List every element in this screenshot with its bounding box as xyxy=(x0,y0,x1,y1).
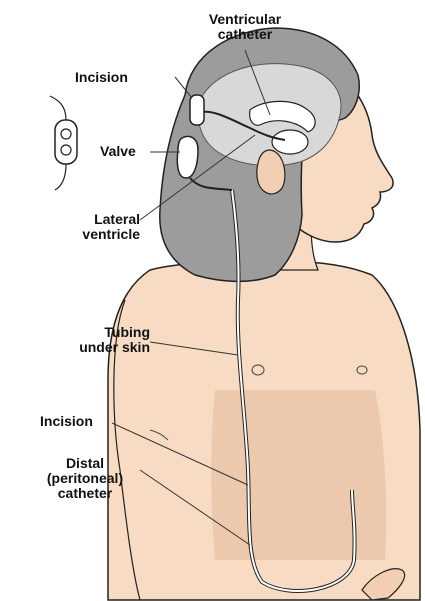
label-incision-head: Incision xyxy=(75,70,128,85)
incision-reservoir xyxy=(190,95,204,125)
lateral-ventricle-shape xyxy=(272,130,308,154)
label-incision-abdomen: Incision xyxy=(40,414,93,429)
ear xyxy=(257,150,285,194)
valve-device-icon xyxy=(50,96,77,190)
label-valve: Valve xyxy=(100,144,136,159)
label-tubing-under-skin: Tubing under skin xyxy=(55,325,150,355)
label-ventricular-catheter: Ventricular catheter xyxy=(180,12,310,42)
label-distal-catheter: Distal (peritoneal) catheter xyxy=(30,456,140,501)
abdomen xyxy=(211,390,386,560)
label-lateral-ventricle: Lateral ventricle xyxy=(60,212,140,242)
